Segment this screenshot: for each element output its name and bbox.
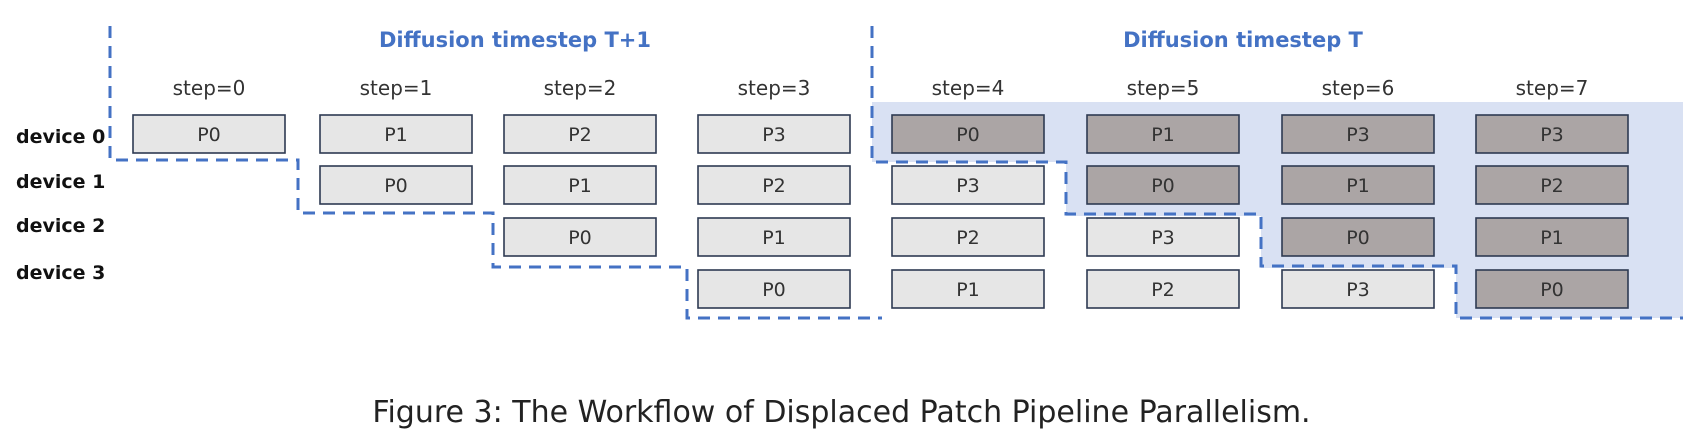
header-timestep-t: Diffusion timestep T: [1123, 28, 1363, 52]
header-timestep-t-plus-1: Diffusion timestep T+1: [379, 28, 651, 52]
patch-box: P0: [1281, 217, 1435, 257]
patch-label: P3: [1151, 227, 1175, 249]
left-dashed-boundary: [108, 26, 882, 320]
step-label: step=0: [173, 76, 246, 100]
step-label: step=2: [544, 76, 617, 100]
patch-label: P3: [1540, 124, 1564, 146]
patch-label: P3: [1346, 124, 1370, 146]
patch-box: P0: [1475, 269, 1629, 309]
patch-box: P0: [319, 165, 473, 205]
patch-label: P2: [762, 175, 786, 197]
patch-label: P2: [1540, 175, 1564, 197]
device-label: device 1: [16, 171, 105, 193]
patch-label: P2: [568, 124, 592, 146]
device-label: device 0: [16, 126, 105, 148]
patch-label: P1: [384, 124, 408, 146]
patch-label: P0: [568, 227, 592, 249]
patch-box: P3: [1086, 217, 1240, 257]
patch-label: P3: [956, 175, 980, 197]
patch-label: P0: [1346, 227, 1370, 249]
patch-box: P2: [1475, 165, 1629, 205]
patch-label: P1: [1540, 227, 1564, 249]
diagram-labels: step=0 step=1 step=2 step=3 step=4 step=5 step…: [16, 76, 1588, 284]
patch-box: P1: [503, 165, 657, 205]
step-label: step=5: [1127, 76, 1200, 100]
patch-box: P2: [503, 114, 657, 154]
patch-label: P0: [1540, 279, 1564, 301]
patch-box: P3: [697, 114, 851, 154]
patch-label: P0: [762, 279, 786, 301]
patch-label: P0: [197, 124, 221, 146]
figure-caption: Figure 3: The Workflow of Displaced Patc…: [372, 395, 1311, 430]
patch-box: P1: [1086, 114, 1240, 154]
patch-label: P1: [1346, 175, 1370, 197]
patch-label: P0: [956, 124, 980, 146]
patch-box: P1: [1475, 217, 1629, 257]
patch-box: P3: [1475, 114, 1629, 154]
patch-label: P3: [762, 124, 786, 146]
patch-box: P1: [891, 269, 1045, 309]
patch-label: P1: [568, 175, 592, 197]
patch-box: P1: [697, 217, 851, 257]
right-dashed-boundary: [870, 26, 1683, 320]
step-label: step=1: [360, 76, 433, 100]
patch-box: P0: [697, 269, 851, 309]
patch-box: P0: [503, 217, 657, 257]
patch-label: P1: [956, 279, 980, 301]
device-label: device 2: [16, 215, 105, 237]
patch-label: P2: [956, 227, 980, 249]
patch-label: P1: [762, 227, 786, 249]
patch-box: P0: [1086, 165, 1240, 205]
patch-box: P3: [1281, 114, 1435, 154]
step-label: step=3: [738, 76, 811, 100]
patch-box: P2: [697, 165, 851, 205]
patch-label: P1: [1151, 124, 1175, 146]
patch-box: P1: [1281, 165, 1435, 205]
patch-box: P0: [891, 114, 1045, 154]
dashed-boundaries: [108, 26, 1683, 320]
patch-box: P0: [132, 114, 286, 154]
patch-box: P3: [1281, 269, 1435, 309]
step-label: step=4: [932, 76, 1005, 100]
patch-box: P3: [891, 165, 1045, 205]
timestep-t-shaded-region: [872, 102, 1683, 318]
step-label: step=6: [1322, 76, 1395, 100]
step-label: step=7: [1516, 76, 1589, 100]
patch-label: P3: [1346, 279, 1370, 301]
patch-label: P2: [1151, 279, 1175, 301]
patch-box: P2: [891, 217, 1045, 257]
patch-label: P0: [384, 175, 408, 197]
patch-box: P1: [319, 114, 473, 154]
patch-label: P0: [1151, 175, 1175, 197]
device-label: device 3: [16, 262, 105, 284]
patch-box: P2: [1086, 269, 1240, 309]
